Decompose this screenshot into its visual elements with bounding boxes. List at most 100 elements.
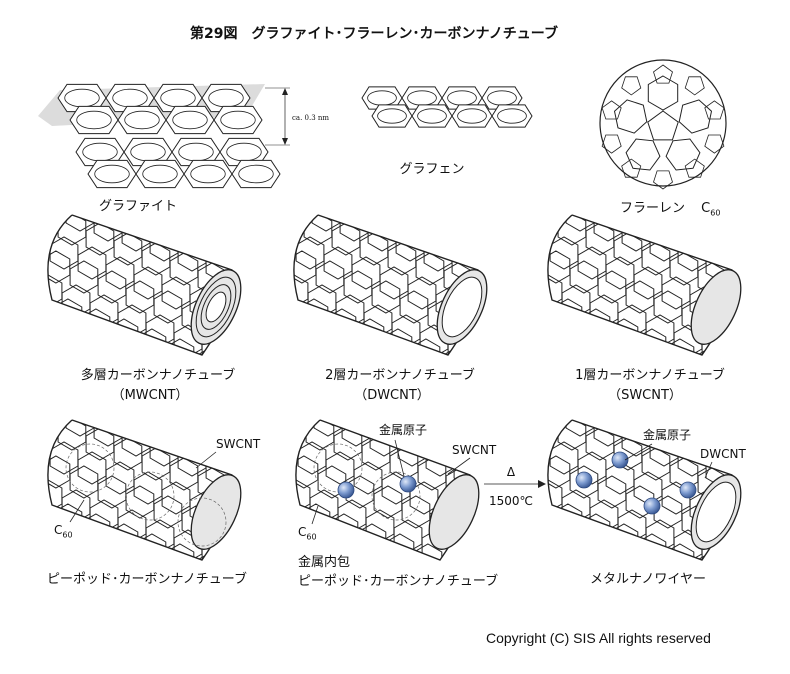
peapod-c60-leader bbox=[69, 499, 85, 523]
metal-peapod-cell bbox=[494, 512, 522, 544]
spacing-arrow-head-down bbox=[282, 138, 288, 145]
nanowire-cell bbox=[547, 420, 567, 427]
fullerene-outer-face bbox=[704, 134, 725, 154]
swcnt-cell bbox=[722, 359, 750, 391]
nanowire-cell bbox=[569, 465, 599, 499]
fullerene-outer-face bbox=[621, 76, 642, 96]
dwcnt-cell bbox=[375, 215, 405, 238]
metal-peapod-label-line1: 金属内包 bbox=[298, 555, 351, 570]
graphite-top-ring bbox=[172, 110, 208, 130]
graphite-top-hexagon bbox=[165, 105, 215, 135]
mwcnt-cell bbox=[206, 397, 234, 429]
metal-peapod-c-base: C bbox=[298, 525, 307, 539]
metal-peapod-swcnt-label: SWCNT bbox=[452, 443, 497, 457]
graphite-bottom-ring bbox=[190, 164, 226, 184]
graphite-bottom-hexagon bbox=[231, 159, 281, 189]
peapod-cell bbox=[65, 420, 95, 437]
dwcnt-cell bbox=[496, 369, 524, 401]
peapod-cell bbox=[85, 427, 115, 461]
mwcnt-cell bbox=[47, 322, 75, 355]
mwcnt-cell bbox=[133, 266, 163, 300]
swcnt-cell bbox=[782, 293, 790, 325]
fullerene-hexagon bbox=[665, 138, 701, 171]
fullerene-label: フラーレン C60 bbox=[620, 202, 720, 218]
graphite-bottom-ring bbox=[238, 164, 274, 184]
metal-peapod-cell bbox=[522, 522, 550, 554]
annotation-lines bbox=[69, 439, 713, 525]
nanowire-cell bbox=[614, 596, 642, 628]
mwcnt-cell bbox=[47, 215, 67, 222]
copyright-notice: Copyright (C) SIS All rights reserved bbox=[486, 630, 711, 646]
nanowire-cell bbox=[547, 431, 551, 465]
swcnt-cell bbox=[518, 165, 546, 197]
nanowire-inner-wall bbox=[695, 481, 737, 543]
mwcnt-cell bbox=[141, 242, 171, 276]
metal-peapod-cell bbox=[490, 598, 518, 630]
metal-peapod-cell bbox=[534, 570, 562, 602]
peapod-c60-1 bbox=[125, 471, 175, 521]
dwcnt-cell bbox=[379, 266, 409, 300]
swcnt-cell bbox=[762, 269, 790, 301]
peapod-cell bbox=[133, 471, 163, 505]
metal-peapod-c60-leader bbox=[311, 505, 319, 525]
graphite-bottom-hexagon bbox=[183, 159, 233, 189]
dwcnt-cell bbox=[293, 226, 297, 260]
dwcnt-cell bbox=[484, 321, 512, 353]
mwcnt-cell bbox=[142, 401, 170, 433]
metal-peapod-cell bbox=[401, 495, 431, 529]
dwcnt-inner-wall bbox=[441, 276, 483, 338]
dwcnt-cell bbox=[460, 383, 488, 415]
graphite-bottom-hexagon bbox=[219, 137, 269, 167]
dwcnt-cell bbox=[331, 222, 361, 256]
nanowire-cell bbox=[678, 592, 706, 624]
swcnt-cell bbox=[577, 246, 607, 280]
mwcnt-cell bbox=[73, 332, 103, 355]
mwcnt-cell bbox=[46, 175, 74, 207]
swcnt-cell bbox=[546, 175, 574, 207]
graphite-label: グラファイト bbox=[98, 199, 178, 214]
swcnt-cell bbox=[754, 441, 782, 473]
swcnt-cell bbox=[597, 270, 627, 304]
nanowire-cell bbox=[714, 588, 742, 620]
peapod-cell bbox=[254, 488, 282, 520]
swcnt-cell bbox=[547, 250, 571, 284]
nanowire-cell bbox=[758, 560, 786, 592]
metal-peapod-cell bbox=[530, 656, 558, 674]
fullerene-outer-face bbox=[704, 100, 725, 120]
swcnt-cell bbox=[653, 290, 683, 324]
nanowire-cell bbox=[770, 608, 790, 640]
dwcnt-cell bbox=[399, 290, 429, 324]
dwcnt-cell bbox=[371, 280, 401, 314]
nanowire-cell bbox=[729, 549, 737, 560]
swcnt-cell bbox=[613, 232, 643, 266]
metal-peapod-cell bbox=[418, 616, 446, 648]
mwcnt-cell bbox=[213, 234, 237, 268]
swcnt-cell bbox=[547, 215, 559, 236]
dwcnt-cell bbox=[359, 232, 389, 266]
dwcnt-cell bbox=[504, 355, 532, 387]
peapod-end-cap bbox=[190, 474, 242, 550]
fullerene-outer-face bbox=[621, 158, 642, 178]
peapod-cell bbox=[73, 537, 103, 560]
swcnt-cell bbox=[774, 317, 790, 349]
peapod-cell bbox=[47, 455, 71, 489]
nanowire-cell bbox=[547, 420, 559, 441]
mwcnt-cell bbox=[85, 222, 115, 256]
nanowire-cell bbox=[490, 360, 518, 392]
nanowire-cell bbox=[754, 488, 782, 520]
peapod-cell bbox=[170, 616, 198, 648]
peapod-cell bbox=[10, 384, 38, 416]
swcnt-cell bbox=[786, 365, 790, 397]
mwcnt-cell bbox=[254, 283, 282, 315]
nanowire-cell bbox=[641, 447, 671, 481]
peapod-cell bbox=[250, 574, 278, 606]
graphite-top-ring bbox=[220, 110, 256, 130]
swcnt-cell bbox=[657, 215, 687, 248]
nanowire-metal-atom-leader bbox=[624, 443, 653, 461]
nanowire-cell bbox=[782, 656, 790, 674]
peapod-cell bbox=[298, 618, 326, 650]
dwcnt-cell bbox=[293, 215, 305, 236]
peapod-cell bbox=[258, 560, 286, 592]
fullerene-outer-face bbox=[601, 100, 622, 120]
metal-peapod-cell bbox=[373, 485, 403, 519]
